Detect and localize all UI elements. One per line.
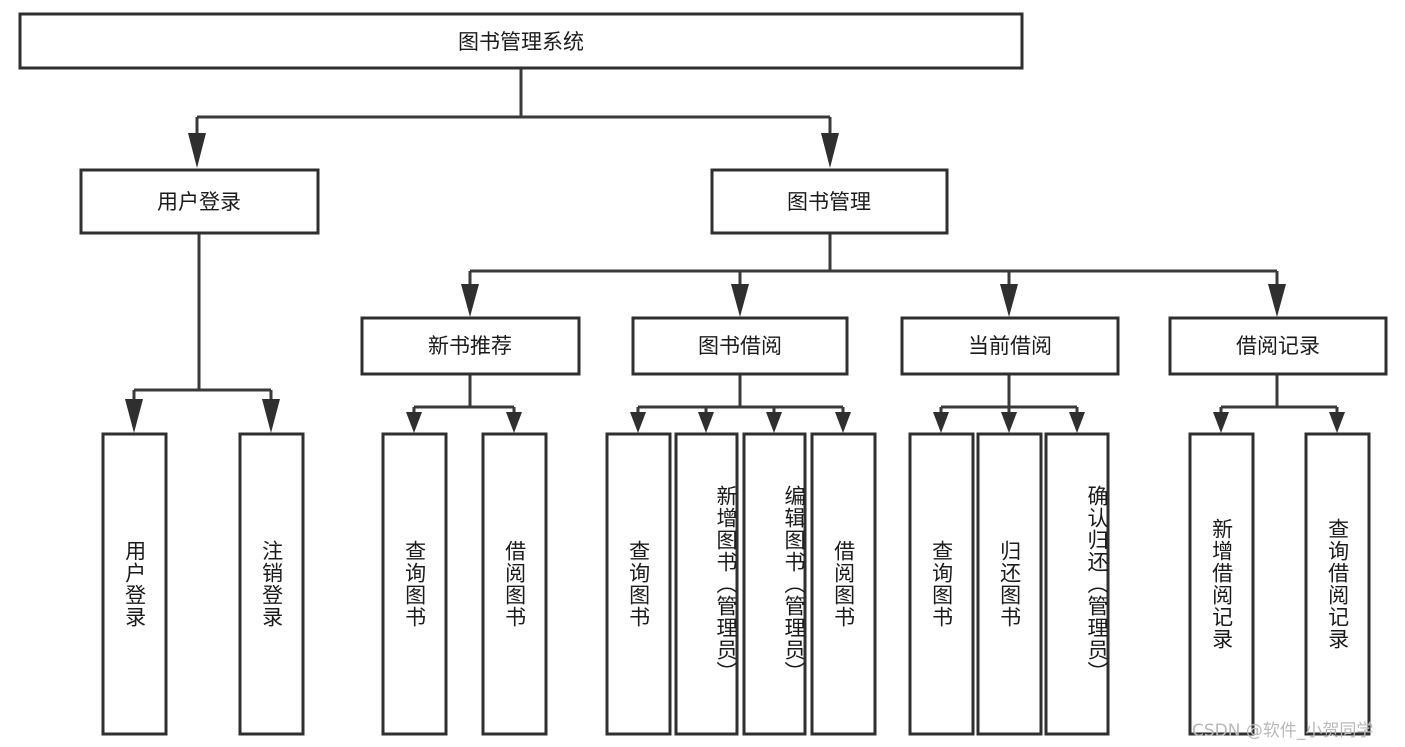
node-box-leaf-query-book-1[interactable] xyxy=(381,432,448,736)
node-box-leaf-user-logout[interactable] xyxy=(238,432,305,736)
label-leaf-borrow-book-2: 借阅图书 xyxy=(831,540,856,628)
arrow-icon-new-book-rec xyxy=(461,284,479,317)
node-box-leaf-query-book-3[interactable] xyxy=(908,432,975,736)
arrow-icon-leaf-query-book-2 xyxy=(630,412,646,433)
node-box-book-manage[interactable] xyxy=(710,168,949,235)
label-leaf-add-record: 新增借阅记录 xyxy=(1209,518,1234,650)
arrow-icon-leaf-user-login xyxy=(125,399,143,433)
node-layer xyxy=(18,12,1388,736)
node-box-new-book-rec[interactable] xyxy=(360,316,581,376)
node-box-leaf-add-book[interactable] xyxy=(674,432,739,736)
arrow-icon-borrow-record xyxy=(1268,284,1286,317)
node-box-leaf-query-record[interactable] xyxy=(1304,432,1371,736)
node-box-leaf-borrow-book-2[interactable] xyxy=(810,432,877,736)
node-box-user-login[interactable] xyxy=(79,168,320,235)
node-box-leaf-add-record[interactable] xyxy=(1188,432,1255,736)
arrow-icon-leaf-borrow-book-1 xyxy=(506,412,522,433)
label-leaf-query-book-1: 查询图书 xyxy=(402,540,427,628)
node-box-leaf-confirm-return[interactable] xyxy=(1044,432,1110,736)
arrow-icon-leaf-query-book-1 xyxy=(406,412,422,433)
label-new-book-rec: 新书推荐 xyxy=(428,334,512,358)
arrow-icon-leaf-add-record xyxy=(1213,412,1229,433)
label-leaf-borrow-book-1: 借阅图书 xyxy=(502,540,527,628)
label-leaf-query-book-2: 查询图书 xyxy=(626,540,651,628)
arrow-icon-leaf-confirm-return xyxy=(1069,412,1085,433)
label-leaf-edit-book: 编辑图书（管理员） xyxy=(782,485,806,683)
arrow-icon-leaf-edit-book xyxy=(766,412,782,433)
node-box-leaf-edit-book[interactable] xyxy=(742,432,807,736)
node-box-book-borrow[interactable] xyxy=(631,316,849,376)
node-box-leaf-user-login[interactable] xyxy=(101,432,168,736)
node-box-leaf-return-book[interactable] xyxy=(976,432,1043,736)
label-leaf-user-logout: 注销登录 xyxy=(259,540,284,628)
label-leaf-query-book-3: 查询图书 xyxy=(929,540,954,628)
label-leaf-user-login: 用户登录 xyxy=(122,540,147,628)
label-leaf-add-book: 新增图书（管理员） xyxy=(714,485,738,683)
arrow-icon-leaf-query-record xyxy=(1329,412,1345,433)
arrow-icon-leaf-query-book-3 xyxy=(933,412,949,433)
node-box-root[interactable] xyxy=(18,12,1024,70)
arrow-icon-book-manage xyxy=(821,133,839,168)
connector-layer xyxy=(125,69,1345,433)
label-current-borrow: 当前借阅 xyxy=(968,334,1052,358)
label-user-login: 用户登录 xyxy=(157,190,241,214)
arrow-icon-leaf-borrow-book-2 xyxy=(835,412,851,433)
label-book-manage: 图书管理 xyxy=(787,190,871,214)
arrow-icon-leaf-return-book xyxy=(1001,412,1017,433)
horizontal-label-layer: 图书管理系统 用户登录 图书管理 新书推荐 图书借阅 当前借阅 借阅记录 xyxy=(157,30,1320,358)
label-book-borrow: 图书借阅 xyxy=(698,334,782,358)
label-borrow-record: 借阅记录 xyxy=(1236,334,1320,358)
node-box-leaf-borrow-book-1[interactable] xyxy=(481,432,548,736)
node-box-current-borrow[interactable] xyxy=(900,316,1120,376)
arrow-icon-leaf-user-logout xyxy=(262,399,280,433)
label-leaf-confirm-return: 确认归还（管理员） xyxy=(1085,485,1109,683)
label-leaf-query-record: 查询借阅记录 xyxy=(1325,518,1350,650)
arrow-icon-user-login xyxy=(188,133,206,168)
arrow-icon-book-borrow xyxy=(731,284,749,317)
node-box-leaf-query-book-2[interactable] xyxy=(605,432,672,736)
arrow-icon-leaf-add-book xyxy=(698,412,714,433)
watermark-text: CSDN @软件_小贺同学 xyxy=(1192,721,1374,741)
label-leaf-return-book: 归还图书 xyxy=(997,540,1022,628)
arrow-icon-current-borrow xyxy=(1000,284,1018,317)
node-box-borrow-record[interactable] xyxy=(1168,316,1388,376)
label-root: 图书管理系统 xyxy=(458,30,584,54)
